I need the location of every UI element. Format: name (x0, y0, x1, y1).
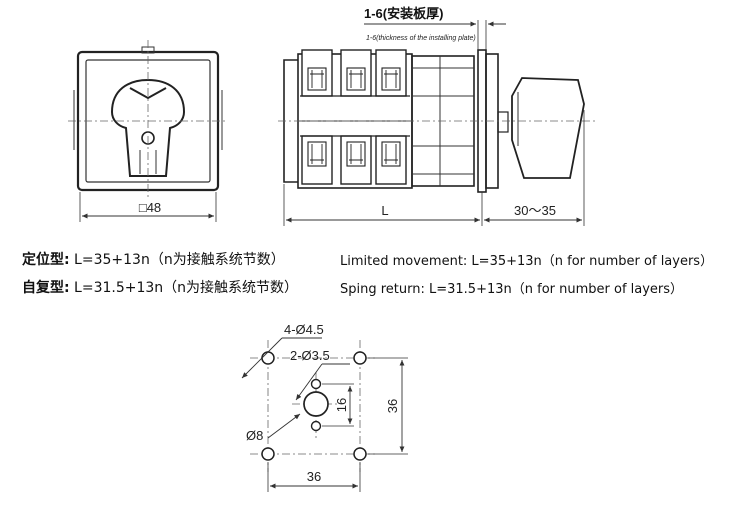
note-return-formula: L=31.5+13n（n为接触系统节数） (69, 280, 299, 296)
outer-holes-label: 4-Ø4.5 (284, 322, 324, 337)
horizontal-spacing-label: 36 (307, 469, 321, 484)
small-holes-label: 2-Ø3.5 (290, 348, 330, 363)
terminals-top (300, 49, 410, 97)
knob-depth-label: 30～35 (514, 203, 556, 218)
small-hole-bottom (310, 420, 322, 432)
mounting-hole-drawing: 4-Ø4.5 2-Ø3.5 Ø8 16 36 36 (241, 322, 408, 492)
note-limited-cn: 定位型: L=35+13n（n为接触系统节数） (22, 249, 285, 269)
outer-hole-top-right (353, 351, 367, 365)
length-label: L (381, 203, 388, 218)
outer-hole-bottom-left (261, 447, 275, 461)
small-hole-top (310, 378, 322, 390)
side-view: 1-6(安装板厚) 1-6(thickness of the installin… (278, 6, 596, 226)
center-hole (303, 391, 329, 417)
note-return-cn: 自复型: L=31.5+13n（n为接触系统节数） (22, 277, 298, 297)
outer-hole-bottom-right (353, 447, 367, 461)
plate-thickness-label-cn: 1-6(安装板厚) (364, 6, 443, 21)
terminals-bottom (300, 135, 410, 185)
outer-hole-top-left (261, 351, 275, 365)
note-limited-formula: L=35+13n（n为接触系统节数） (69, 252, 285, 268)
front-view: □48 (68, 40, 228, 222)
front-width-label: □48 (139, 200, 161, 215)
center-hole-label: Ø8 (246, 428, 263, 443)
side-knob (511, 77, 585, 179)
vertical-spacing-label: 36 (385, 399, 400, 413)
note-return-type: 自复型: (22, 280, 70, 296)
note-limited-type: 定位型: (22, 252, 70, 268)
note-limited-en: Limited movement: L=35+13n（n for number … (340, 254, 714, 269)
plate-thickness-label-en: 1-6(thickness of the installing plate) (366, 35, 476, 42)
note-return-en: Sping return: L=31.5+13n（n for number of… (340, 282, 684, 297)
inner-spacing-label: 16 (334, 398, 349, 412)
